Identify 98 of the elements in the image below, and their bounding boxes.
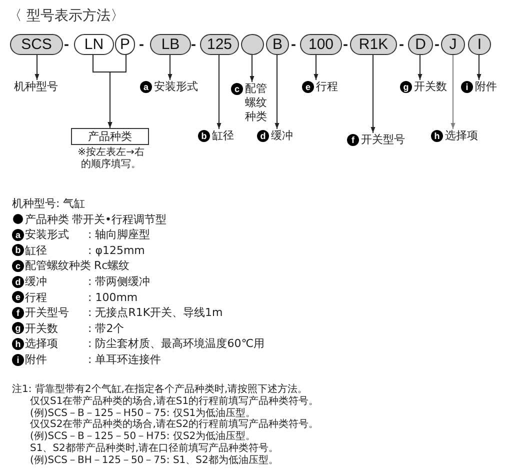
spec-text: 缓冲 [25,275,47,288]
code-pill: LB [150,34,191,55]
callout-text: 行程 [316,80,338,93]
callout-text: 机种型号 [14,80,58,93]
callout-label [347,133,405,146]
letter-badge: a [12,228,24,241]
arrow [34,54,40,80]
callout-text: 安装形式 [154,80,198,93]
callout-text: 缓冲 [271,129,293,142]
code-pill: LN [74,34,114,55]
spec-text: 安装形式 [25,228,69,242]
arrow [250,54,254,82]
spec-text: 配管螺纹种类 [25,259,91,272]
code-pill: J [441,34,465,55]
callout-label [231,82,270,124]
letter-badge: i [461,81,473,93]
separator-dash: - [399,35,404,55]
spec-text: : 单耳环连接件 [88,353,162,366]
spec-text: : φ125mm [88,244,145,257]
code-pill: P [115,34,135,55]
letter-badge: a [140,81,152,93]
arrow [370,54,376,134]
code-pill: I [468,34,491,55]
arrow [418,54,422,80]
spec-text: : 无接点R1K开关、导线1m [88,306,223,320]
spec-text: : 带2个 [88,322,124,335]
callout-text: 开关型号 [361,133,405,146]
code-pill: B [266,34,289,55]
spec-text: 开关数 [25,322,58,335]
code-pill: R1K [350,34,397,55]
letter-badge: c [231,83,243,95]
letter-badge: b [12,244,24,256]
code-pill: 100 [300,34,342,55]
spec-text: 机种型号: 气缸 [12,197,86,210]
spec-text: : 带两侧缓冲 [88,275,150,288]
letter-badge: c [12,260,24,272]
letter-badge: b [198,130,210,142]
letter-badge: i [12,354,24,366]
title: 〈 型号表示方法〉 [8,7,124,25]
arrow [274,54,280,130]
spec-text: : 防尘套材质、最高环境温度60℃用 [88,337,265,350]
callout-label [302,80,338,93]
callout-text: 开关数 [414,80,447,93]
note-line: (例)SCS－B－125－H50－75: 仅S1为低油压型。 [30,408,256,419]
letter-badge: f [347,134,359,146]
spec-text: : 100mm [88,290,138,304]
spec-text: 缸径 [25,244,47,257]
spec-text: 行程 [25,290,47,304]
note-line: 仅仅S1在带产品种类的场合,请在S1的行程前填写产品种类符号。 [30,396,319,407]
spec-text: 选择项 [25,337,58,350]
spec-text: 带开关•行程调节型 [72,212,166,226]
product-type-box: 产品种类 [71,128,149,145]
spec-text: : 轴向脚座型 [88,228,150,242]
callout-label [400,80,447,93]
callout-text: 缸径 [212,129,234,142]
callout-label [431,129,478,142]
code-pill: SCS [10,34,63,55]
note-line: 注1: 背靠型带有2个气缸,在指定各个产品种类时,请按照下述方法。 [12,384,308,395]
empty-code-circle [241,34,264,55]
separator-dash: - [191,35,196,55]
arrow [476,54,482,80]
arrow [450,54,456,130]
letter-badge: d [12,276,24,288]
letter-badge: d [257,130,269,142]
spec-text: 附件 [25,353,47,366]
separator-dash: - [139,35,144,55]
separator-dash: - [343,35,348,55]
code-pill: 125 [200,34,239,55]
callout-label [461,80,497,93]
letter-badge: e [12,291,24,304]
note-line: S1、S2都带产品种类时,请在口径前填写产品种类符号。 [30,443,279,454]
arrow [314,54,318,80]
arrow [216,54,222,130]
letter-badge: g [400,81,412,93]
separator-dash: - [291,35,296,55]
callout-text: 附件 [475,80,497,93]
spec-text: 产品种类 [25,212,69,226]
arrow [108,54,126,128]
arrow [168,54,172,80]
letter-badge: e [302,81,314,93]
callout-label [140,80,198,93]
separator-dash: - [64,35,69,55]
separator-dash: - [434,35,440,55]
letter-badge: h [12,338,24,350]
note-text: ※按左表左→右的顺序填写。 [76,147,146,171]
note-line: (例)SCS－BH－125－50－75: S1、S2都为低油压型。 [30,454,278,466]
spec-text: Rc螺纹 [94,259,130,272]
letter-badge: h [431,130,443,142]
note-line: (例)SCS－B－125－50－H75: 仅S2为低油压型。 [30,431,256,442]
letter-badge: g [12,322,24,334]
callout-label [198,129,234,142]
callout-label [257,129,293,142]
code-pill: D [408,34,433,55]
callout-text: 配管螺纹种类 [245,82,268,124]
spec-text: 开关型号 [25,306,69,320]
letter-badge: f [12,306,24,319]
note-line: 仅仅S2在带产品种类的场合,请在S2的行程前填写产品种类符号。 [30,419,319,430]
callout-text: 选择项 [445,129,478,142]
